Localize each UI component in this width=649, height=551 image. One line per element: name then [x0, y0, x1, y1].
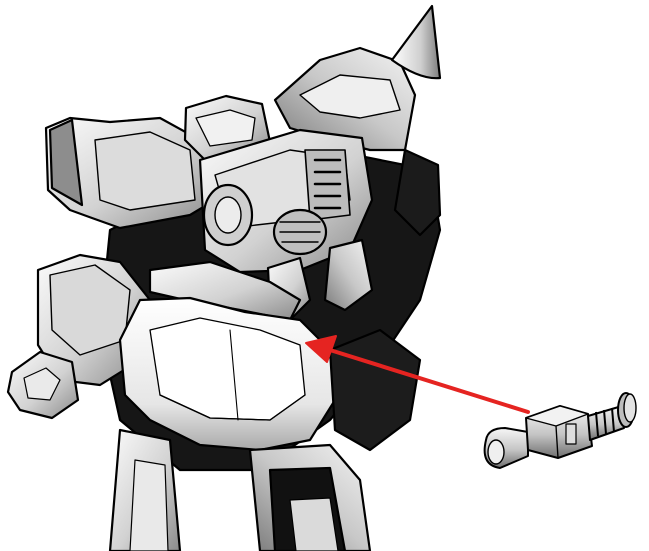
- mecha-figure: [8, 6, 440, 551]
- right-hip-armor: [330, 330, 420, 450]
